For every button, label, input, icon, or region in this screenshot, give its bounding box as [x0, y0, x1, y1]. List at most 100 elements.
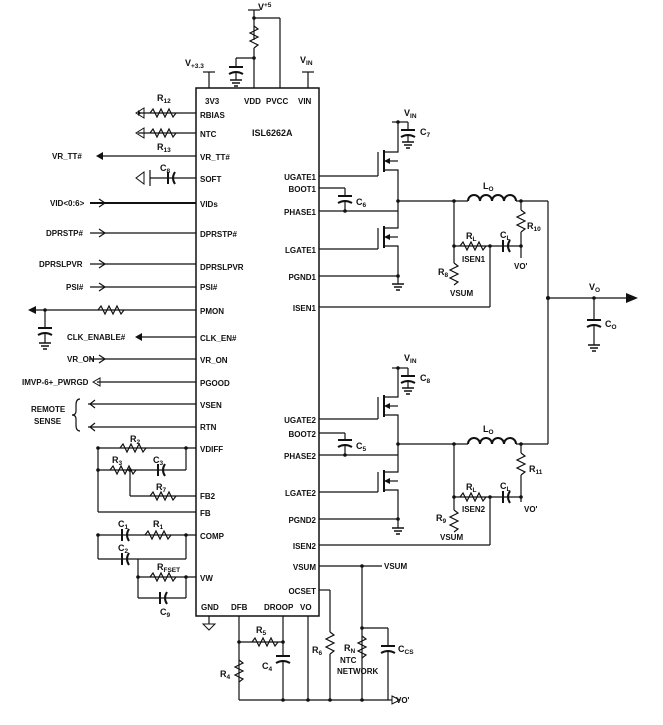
pin-pvcc: PVCC	[266, 97, 288, 106]
pin-vdiff: VDIFF	[200, 445, 223, 454]
pin-vr-tt: VR_TT#	[200, 153, 230, 162]
pin-psi: PSI#	[200, 283, 218, 292]
pin-clk-en: CLK_EN#	[200, 334, 237, 343]
rl1-resistor	[459, 240, 487, 252]
vsum-out-label: VSUM	[384, 562, 407, 571]
isen2-label: ISEN2	[462, 505, 486, 514]
pin-vsum: VSUM	[293, 563, 316, 572]
pin-boot1: BOOT1	[288, 185, 316, 194]
pin-rbias: RBIAS	[200, 111, 226, 120]
r3-label: R3	[112, 455, 123, 467]
c9-label: C9	[160, 607, 171, 619]
phase2-power-stage: VIN C8 C5	[319, 353, 548, 546]
isen1-label: ISEN1	[462, 255, 486, 264]
r10-label: R10	[527, 221, 541, 233]
pin-ugate2: UGATE2	[284, 416, 316, 425]
pin-vsen: VSEN	[200, 401, 222, 410]
pin-pgood: PGOOD	[200, 379, 230, 388]
r9-resistor	[448, 509, 460, 533]
r7-resistor	[149, 490, 177, 502]
vsum2-label: VSUM	[440, 533, 463, 542]
rl2-resistor	[459, 491, 487, 503]
pin-soft: SOFT	[200, 175, 221, 184]
dprstp-signal: DPRSTP#	[46, 229, 83, 238]
pin-gnd: GND	[201, 603, 219, 612]
c8-soft-label: C8	[160, 163, 171, 175]
sense-label: SENSE	[34, 417, 62, 426]
pin-ocset: OCSET	[288, 587, 316, 596]
r8-label: R8	[438, 267, 449, 279]
c2-label: C2	[118, 543, 129, 555]
output-node: VO CO	[546, 282, 638, 352]
r8-resistor	[448, 262, 460, 286]
pin-vin: VIN	[298, 97, 312, 106]
pin-boot2: BOOT2	[288, 430, 316, 439]
lo1-label: LO	[483, 181, 494, 193]
pwrgd-signal: IMVP-6+_PWRGD	[22, 378, 89, 387]
r11-label: R11	[529, 464, 543, 476]
psi-signal: PSI#	[66, 283, 84, 292]
vo-prime-bottom: VO'	[396, 696, 410, 705]
left-pin-labels: RBIAS NTC VR_TT# SOFT VIDs DPRSTP# DPRSL…	[200, 111, 244, 583]
chip-name: ISL6262A	[252, 128, 293, 138]
pin-ntc: NTC	[200, 130, 217, 139]
pin-fb2: FB2	[200, 492, 216, 501]
c3-label: C3	[153, 455, 164, 467]
dprslpvr-signal: DPRSLPVR	[39, 260, 83, 269]
vo-label: VO	[589, 282, 600, 294]
vin-top-label: VIN	[300, 55, 313, 67]
cl1-label: CL	[500, 230, 511, 242]
pin-3v3: 3V3	[205, 97, 220, 106]
r10-resistor	[515, 209, 527, 233]
pin-pgnd2: PGND2	[288, 516, 316, 525]
rl1-label: RL	[466, 231, 477, 243]
pin-vids: VIDs	[200, 200, 218, 209]
pin-droop: DROOP	[264, 603, 294, 612]
pin-lgate2: LGATE2	[285, 489, 317, 498]
vr-on-signal: VR_ON	[67, 355, 95, 364]
r5-resistor	[251, 636, 279, 648]
pin-isen2: ISEN2	[293, 542, 317, 551]
r9-label: R9	[436, 513, 447, 525]
r3-resistor	[109, 464, 137, 476]
pin-dprstp: DPRSTP#	[200, 230, 237, 239]
r2-label: R2	[130, 434, 141, 446]
rn-label: RN	[344, 643, 356, 655]
ntc-label-line2: NETWORK	[337, 667, 379, 676]
phase2-vin-label: VIN	[404, 353, 417, 365]
ntc-label-line1: NTC	[340, 656, 357, 665]
pin-comp: COMP	[200, 532, 225, 541]
co-label: CO	[605, 319, 617, 331]
pin-vo: VO	[300, 603, 312, 612]
top-supply: V+5 V+3.3 VIN	[185, 2, 314, 88]
pin-lgate1: LGATE1	[285, 246, 317, 255]
rl2-label: RL	[466, 482, 477, 494]
pin-pgnd1: PGND1	[288, 273, 316, 282]
lo2-label: LO	[483, 424, 494, 436]
bottom-network: R5 R4 C4 R6 VSUM CCS RN NTC NETWORK	[201, 562, 414, 705]
r5-label: R5	[256, 625, 267, 637]
r2-resistor	[119, 442, 147, 454]
r12-resistor	[149, 107, 177, 119]
lo2-inductor	[467, 437, 517, 445]
chip-body	[195, 87, 320, 617]
r1-resistor	[144, 529, 172, 541]
r6-label: R6	[312, 645, 323, 657]
r-pmon-resistor	[97, 304, 125, 316]
left-signals: R12 R13 VR_TT# C8 VID<0:6> DPRSTP# DPRSL…	[22, 93, 196, 432]
pin-vr-on: VR_ON	[200, 356, 228, 365]
pin-dfb: DFB	[231, 603, 248, 612]
r-vdd-resistor	[248, 25, 260, 49]
feedback-network: R2 R3 C3 R7 C1 R1 C2	[96, 434, 196, 619]
cl2-label: CL	[500, 481, 511, 493]
v33-label: V+3.3	[185, 58, 204, 70]
pin-fb: FB	[200, 509, 211, 518]
r6-resistor	[324, 631, 336, 655]
remote-label: REMOTE	[31, 405, 66, 414]
r7-label: R7	[156, 482, 167, 494]
c7-label: C7	[420, 127, 431, 139]
r13-resistor	[149, 127, 177, 139]
pin-phase1: PHASE1	[284, 208, 317, 217]
lo1-inductor	[467, 194, 517, 202]
